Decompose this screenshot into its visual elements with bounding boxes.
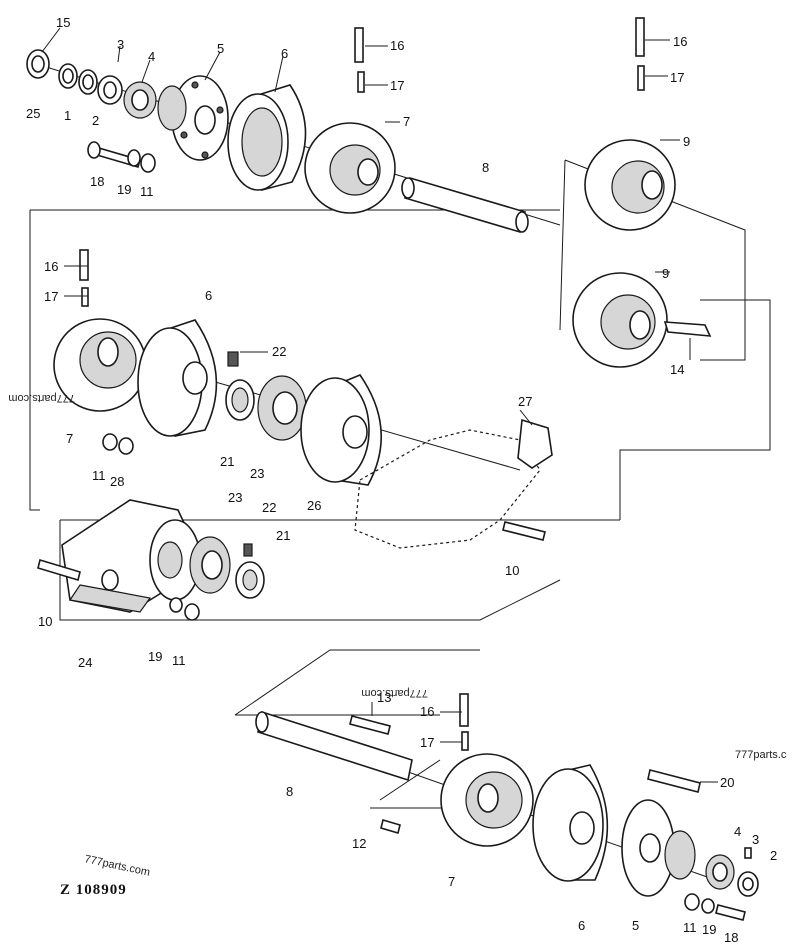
callout-23: 23	[250, 466, 264, 481]
callout-7: 7	[66, 431, 73, 446]
callout-21: 21	[276, 528, 290, 543]
callout-8: 8	[286, 784, 293, 799]
callout-14: 14	[670, 362, 684, 377]
callout-9: 9	[683, 134, 690, 149]
callout-27: 27	[518, 394, 532, 409]
callout-18: 18	[724, 930, 738, 945]
callout-26: 26	[307, 498, 321, 513]
callout-7: 7	[403, 114, 410, 129]
callout-22: 22	[262, 500, 276, 515]
callout-11: 11	[140, 184, 154, 199]
middle-idler-assembly	[53, 249, 553, 549]
callout-15: 15	[56, 15, 70, 30]
callout-16: 16	[673, 34, 687, 49]
callout-21: 21	[220, 454, 234, 469]
callout-8: 8	[482, 160, 489, 175]
callout-18: 18	[90, 174, 104, 189]
callout-16: 16	[420, 704, 434, 719]
watermark: 777parts.com	[361, 687, 428, 699]
callout-1: 1	[64, 108, 71, 123]
callout-2: 2	[770, 848, 777, 863]
callout-17: 17	[420, 735, 434, 750]
callout-16: 16	[44, 259, 58, 274]
bracket-assembly	[37, 499, 265, 621]
callout-19: 19	[702, 922, 716, 937]
callout-3: 3	[752, 832, 759, 847]
right-sprocket-assembly	[572, 17, 712, 368]
callout-23: 23	[228, 490, 242, 505]
callout-28: 28	[110, 474, 124, 489]
callout-5: 5	[632, 918, 639, 933]
diagram-code: Z 108909	[60, 882, 127, 898]
callout-11: 11	[92, 468, 106, 483]
callout-25: 25	[26, 106, 40, 121]
top-hub-assembly	[26, 27, 561, 234]
callout-11: 11	[683, 920, 697, 935]
watermark: 777parts.com	[8, 392, 75, 404]
callout-10: 10	[38, 614, 52, 629]
callout-2: 2	[92, 113, 99, 128]
callout-6: 6	[205, 288, 212, 303]
callout-4: 4	[734, 824, 741, 839]
callout-6: 6	[281, 46, 288, 61]
callout-22: 22	[272, 344, 286, 359]
assembly-frames	[29, 159, 771, 809]
callout-3: 3	[117, 37, 124, 52]
callout-11: 11	[172, 653, 186, 668]
callout-17: 17	[670, 70, 684, 85]
callout-labels: 15 3 4 5 6 16 17 25 1 2 7 18 19 11 8 16 …	[26, 15, 777, 945]
callout-4: 4	[148, 49, 155, 64]
callout-16: 16	[390, 38, 404, 53]
watermarks: 777parts.com 777parts.com 777parts.c 777…	[8, 392, 787, 879]
callout-13: 13	[377, 690, 391, 705]
callout-19: 19	[148, 649, 162, 664]
callout-17: 17	[44, 289, 58, 304]
watermark: 777parts.c	[735, 749, 787, 761]
callout-19: 19	[117, 182, 131, 197]
callout-9: 9	[662, 266, 669, 281]
callout-10: 10	[505, 563, 519, 578]
leader-lines	[41, 27, 718, 783]
bottom-drive-assembly	[255, 693, 759, 921]
callout-24: 24	[78, 655, 92, 670]
callout-12: 12	[352, 836, 366, 851]
watermark: 777parts.com	[83, 853, 151, 879]
callout-7: 7	[448, 874, 455, 889]
callout-20: 20	[720, 775, 734, 790]
callout-5: 5	[217, 41, 224, 56]
callout-17: 17	[390, 78, 404, 93]
callout-6: 6	[578, 918, 585, 933]
